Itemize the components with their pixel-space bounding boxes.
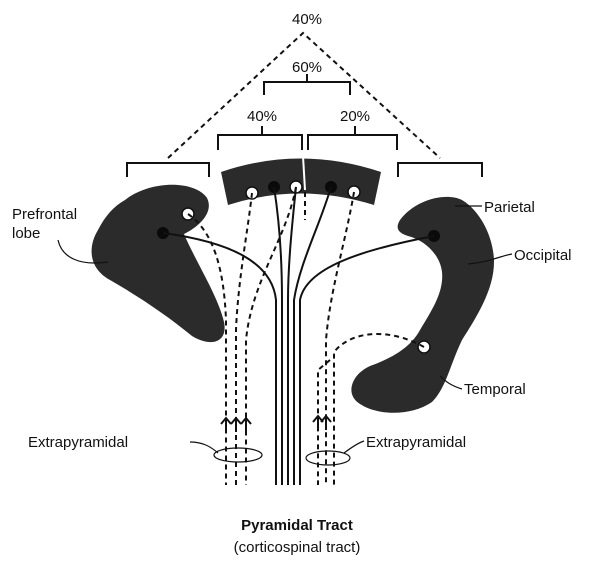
label-extrapyramidal-right: Extrapyramidal [366, 434, 466, 451]
bundle-ellipse [214, 448, 262, 462]
label-extrapyramidal-left: Extrapyramidal [28, 434, 128, 451]
arrow-up-icon [221, 418, 251, 432]
caption-title: Pyramidal Tract [241, 517, 353, 534]
bracket-20 [308, 126, 397, 150]
extrapyramidal-fiber [326, 192, 354, 485]
bracket-parietal [398, 163, 482, 177]
label-occipital: Occipital [514, 247, 572, 264]
label-lobe: lobe [12, 225, 40, 242]
label-parietal: Parietal [484, 199, 535, 216]
leader-extrapyramidal-right [344, 441, 364, 453]
bracket-prefrontal [127, 163, 209, 177]
arrow-up-icon [313, 416, 331, 430]
percent-middle: 60% [292, 59, 322, 76]
bundle-ellipse [306, 451, 350, 465]
percent-right-sensory: 20% [340, 108, 370, 125]
percent-left-motor: 40% [247, 108, 277, 125]
extrapyramidal-fiber [236, 193, 252, 485]
bracket-40 [218, 126, 302, 150]
percent-top: 40% [292, 11, 322, 28]
extrapyramidal-fiber [318, 360, 330, 485]
caption-subtitle: (corticospinal tract) [234, 539, 361, 556]
label-prefrontal: Prefrontal [12, 206, 77, 223]
prefrontal-lobe [92, 185, 225, 342]
leader-extrapyramidal-left [190, 442, 218, 453]
label-temporal: Temporal [464, 381, 526, 398]
bracket-60 [264, 74, 350, 95]
dashed-triangle-top [168, 33, 440, 158]
